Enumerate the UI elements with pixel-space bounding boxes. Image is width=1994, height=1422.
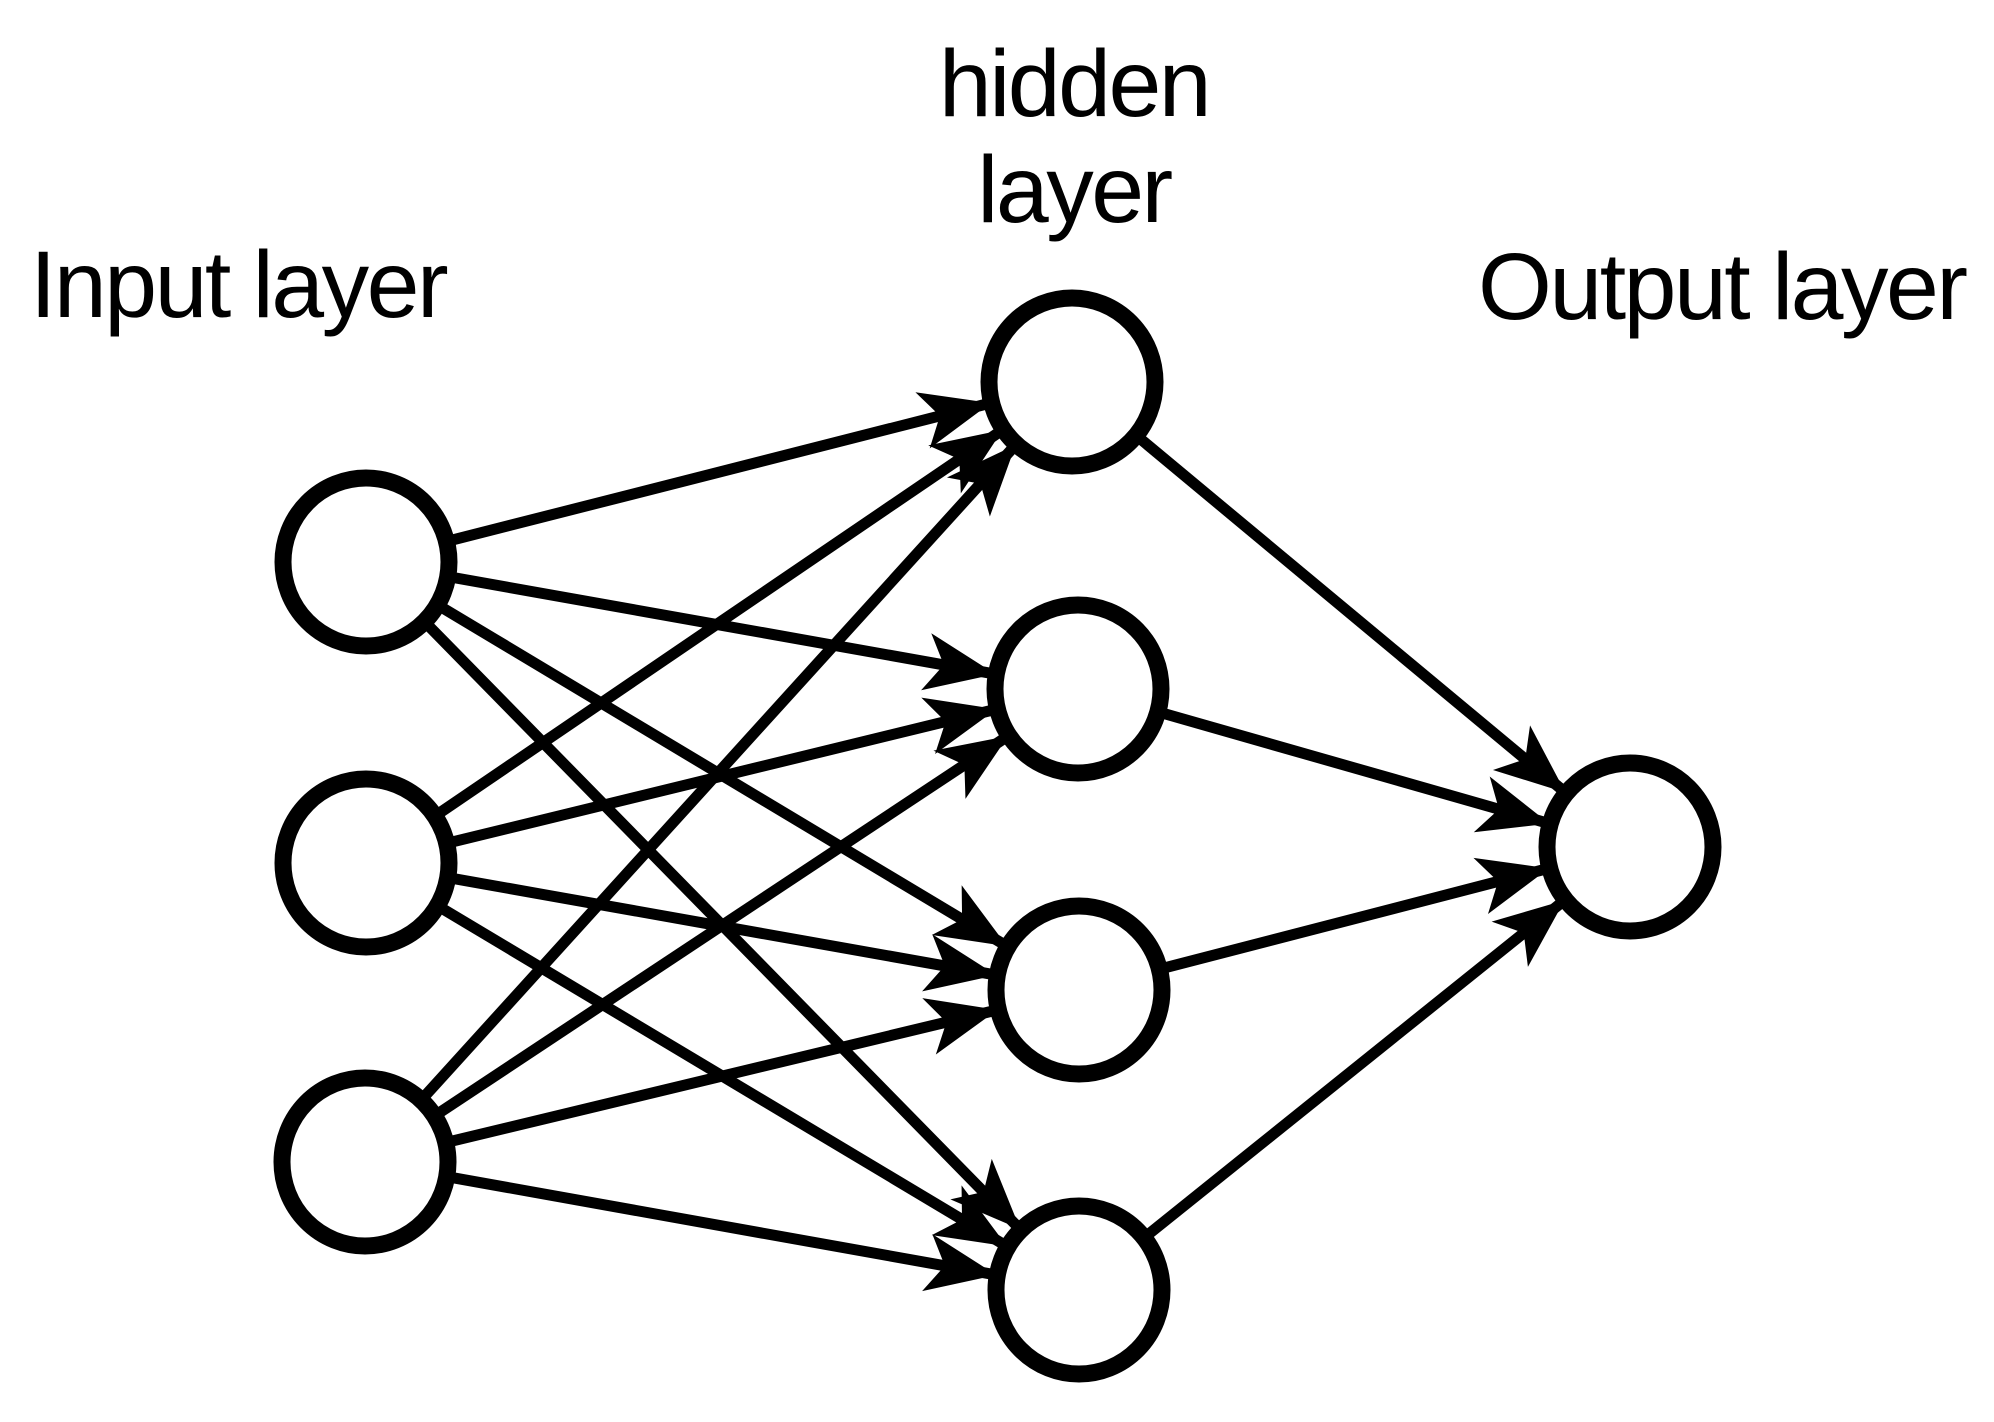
edge-input-0-to-hidden-0 [364,392,991,568]
hidden-node-1 [986,596,1170,782]
hidden-node-3 [987,1197,1171,1383]
edge-input-1-to-hidden-0 [362,427,1004,868]
edge-input-1-to-hidden-3 [363,858,1008,1250]
output-node-0 [1538,754,1722,940]
hidden-layer-label-line1: hidden [938,31,1212,137]
input-node-1 [274,770,458,956]
edge-input-0-to-hidden-2 [363,557,1008,950]
hidden-layer-label: hidden layer [938,31,1212,243]
edges-group [360,377,1567,1295]
output-layer-label: Output layer [1478,234,1968,340]
edge-input-0-to-hidden-3 [362,558,1023,1231]
edge-input-2-to-hidden-1 [361,733,1009,1167]
hidden-layer-label-line2: layer [977,137,1173,243]
edge-input-2-to-hidden-0 [360,443,1018,1166]
input-layer-label: Input layer [30,232,449,338]
edge-hidden-3-to-output-0 [1075,897,1566,1295]
edge-input-0-to-hidden-1 [365,556,996,691]
hidden-node-2 [987,897,1171,1083]
edge-input-2-to-hidden-3 [364,1156,997,1292]
input-node-0 [274,469,458,655]
edge-hidden-0-to-output-0 [1068,377,1567,795]
edge-input-1-to-hidden-2 [365,857,997,992]
edge-input-2-to-hidden-2 [363,998,998,1168]
nodes-group [273,289,1722,1383]
hidden-node-0 [980,289,1164,475]
edge-input-1-to-hidden-1 [364,697,997,869]
input-node-2 [273,1069,457,1255]
